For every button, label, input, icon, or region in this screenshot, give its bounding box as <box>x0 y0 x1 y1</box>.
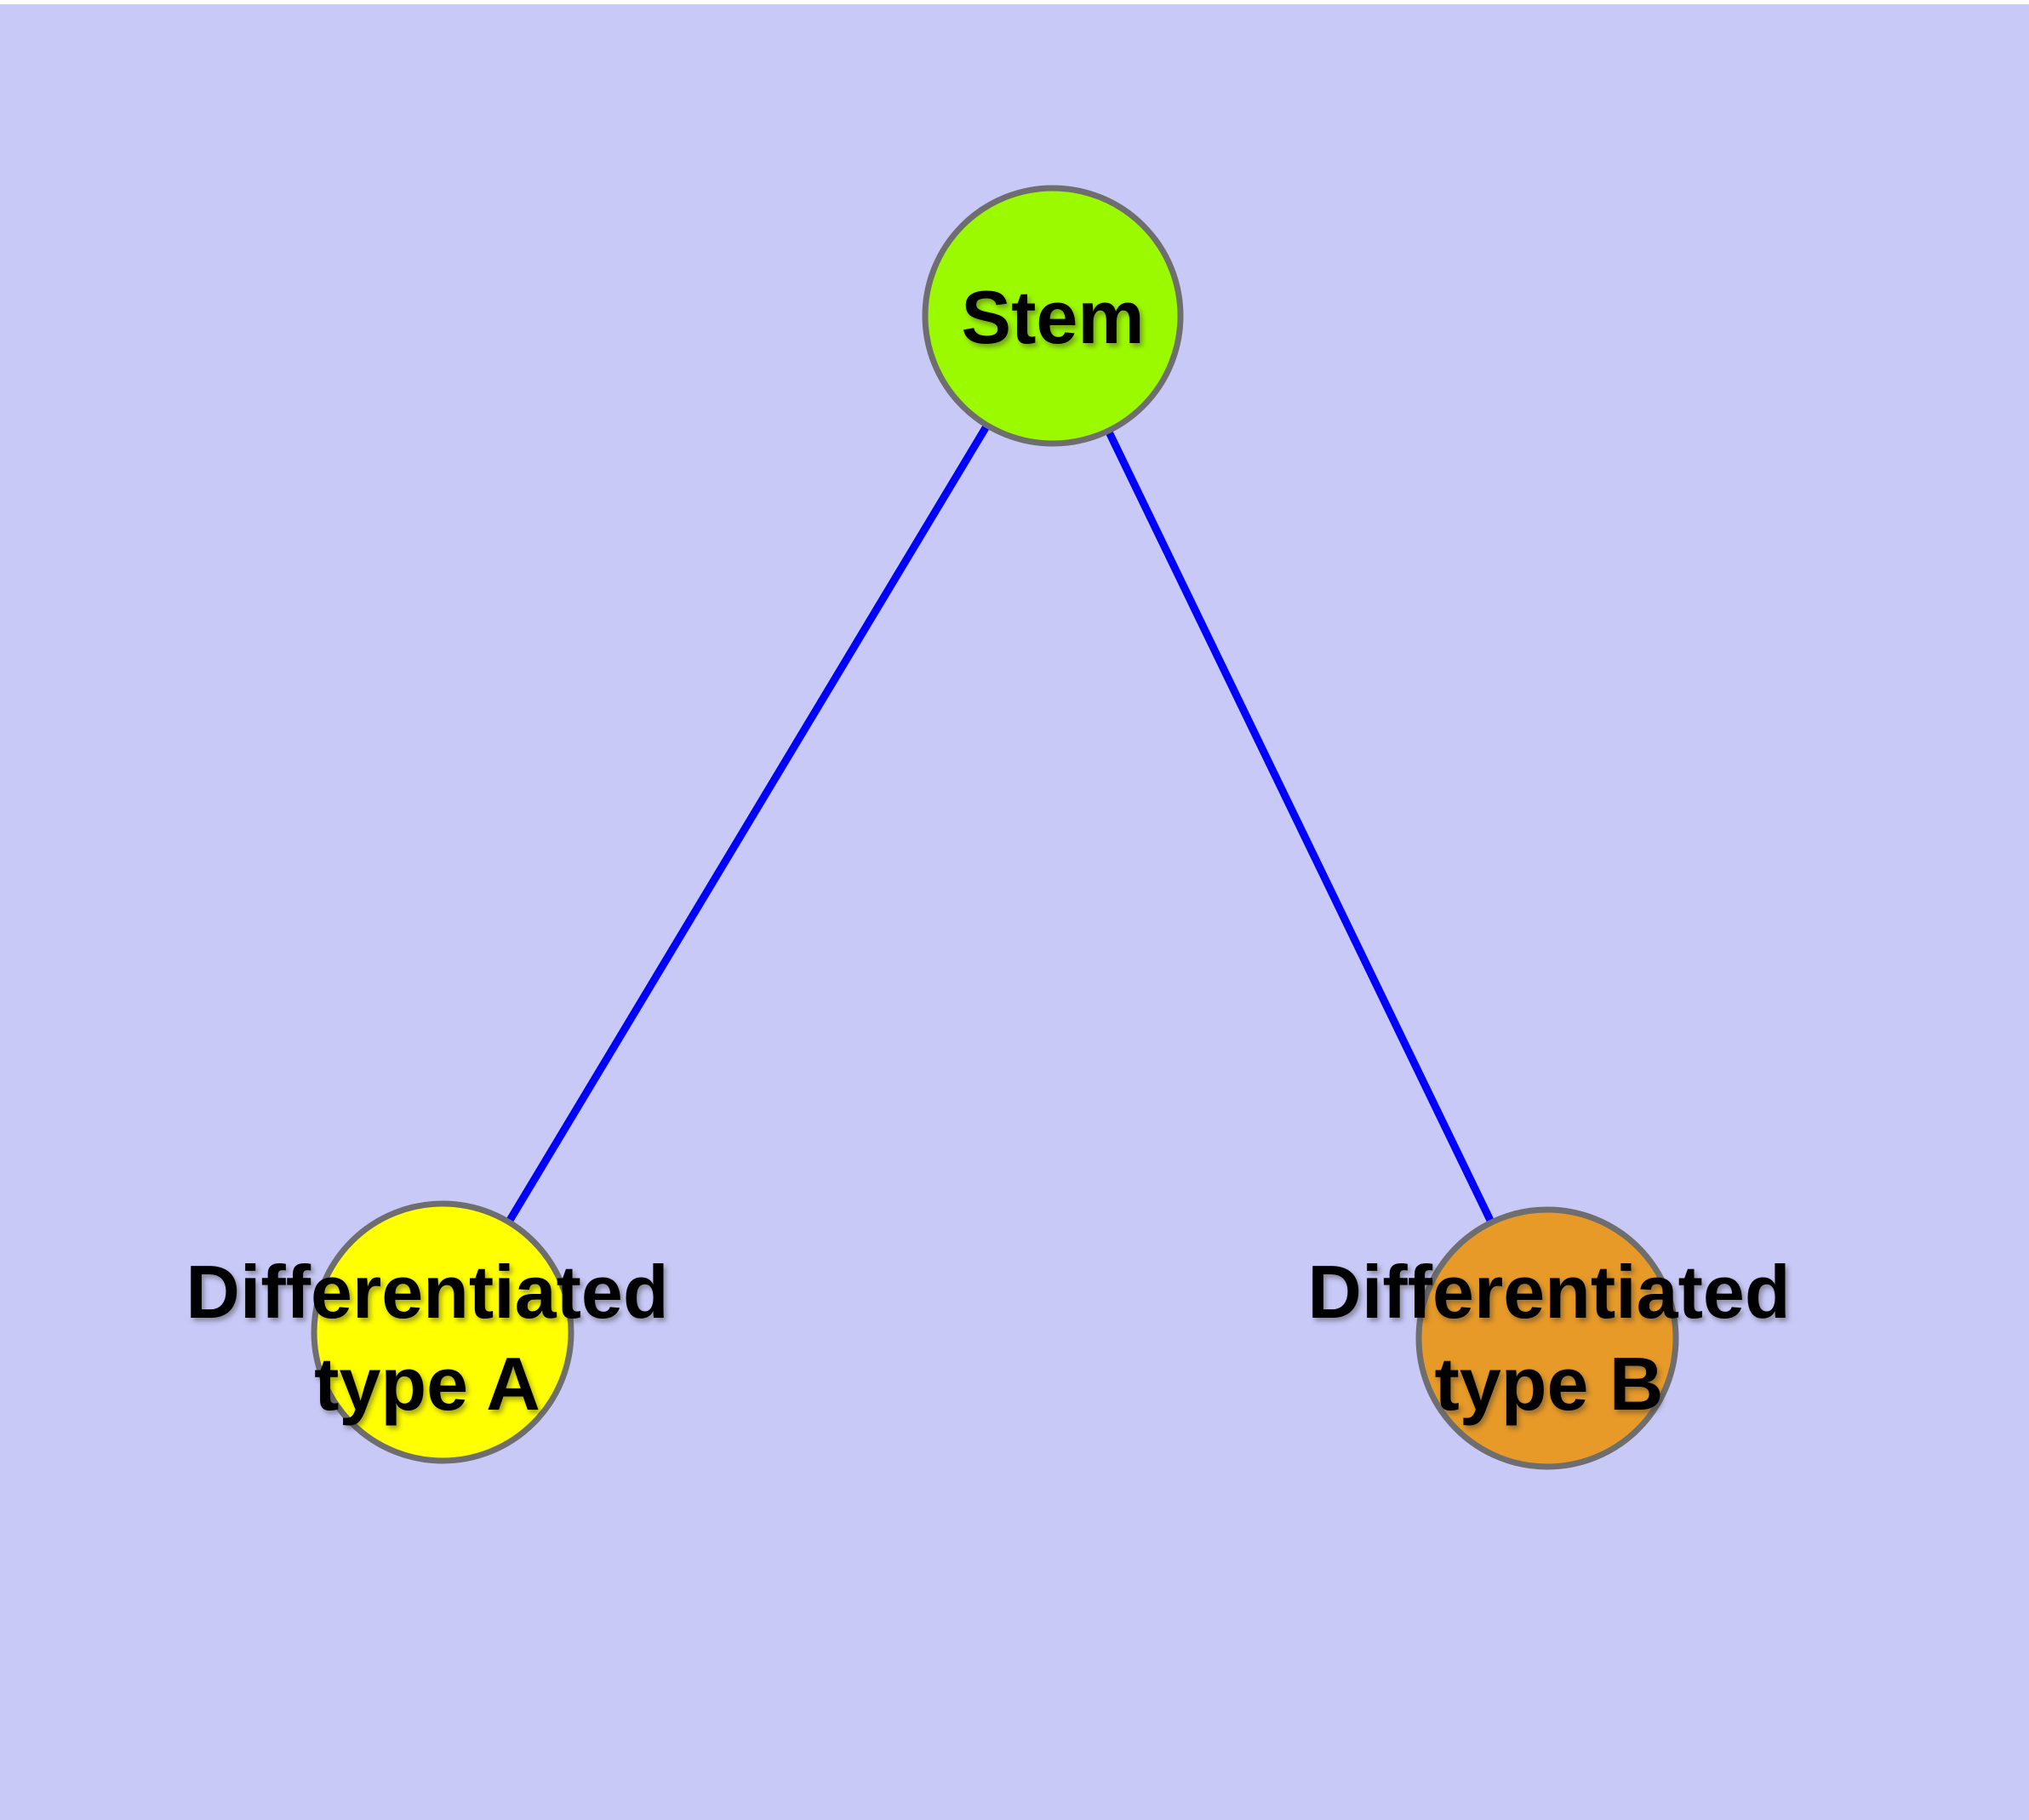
edge-stem-to-type-b <box>1049 314 1552 1340</box>
node-stem-circle <box>922 185 1184 447</box>
screenshot-top-edge <box>0 0 2029 4</box>
edge-stem-to-type-a <box>439 313 1056 1335</box>
node-type-b-circle <box>1415 1206 1679 1470</box>
node-type-a-circle <box>311 1200 574 1464</box>
